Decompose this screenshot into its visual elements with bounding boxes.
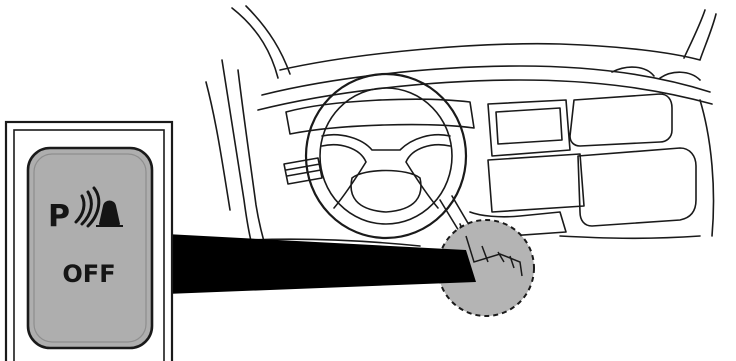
glovebox: [570, 94, 672, 146]
callout-beam: [166, 234, 476, 294]
switch-callout: P OFF: [6, 122, 172, 361]
steering-wheel-hub: [351, 171, 421, 213]
sensor-icon-letter: P: [48, 199, 70, 234]
left-air-vent: [284, 158, 322, 184]
dash-top: [258, 66, 712, 110]
passenger-lower-dash: [578, 148, 696, 226]
parking-sensor-off-switch: [28, 148, 152, 348]
steering-wheel-spokes: [322, 135, 450, 208]
switch-off-label: OFF: [62, 260, 115, 288]
dash-right-edge: [700, 100, 714, 236]
steering-wheel-rim-inner: [320, 88, 452, 224]
center-console: [488, 100, 584, 212]
instrument-hood: [286, 99, 474, 134]
steering-wheel-rim-outer: [306, 74, 466, 238]
